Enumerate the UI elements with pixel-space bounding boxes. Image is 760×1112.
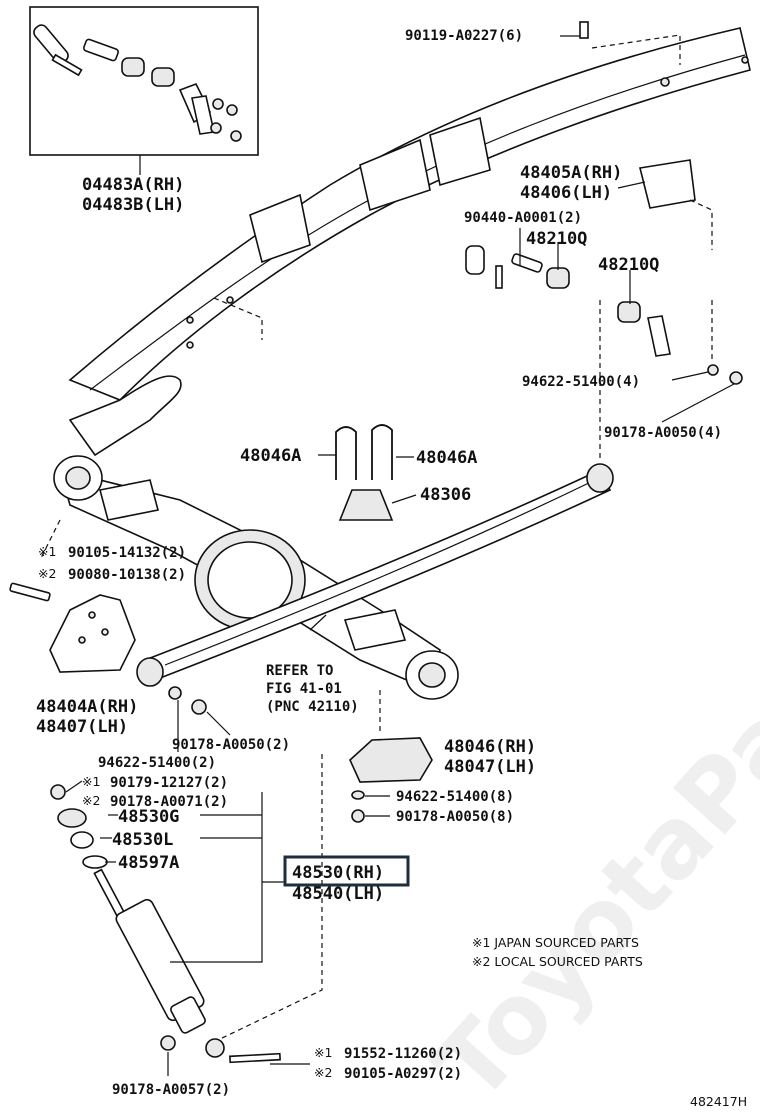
label-hanger-rh: 48404A(RH) <box>36 697 138 717</box>
figure-code: 482417H <box>690 1094 747 1109</box>
label-seat-lh: 48047(LH) <box>444 757 536 777</box>
leader-lines <box>65 35 735 1076</box>
label-ubolt-left: 48046A <box>240 446 301 466</box>
mark-japan: ※1 <box>38 544 56 559</box>
kit-parts-drawing <box>33 24 242 142</box>
rear-axle-housing <box>53 455 459 700</box>
label-cushion-48530l: 48530L <box>112 830 173 850</box>
label-absorber-rh: 48530(RH) <box>292 863 384 883</box>
label-retainer-48597a: 48597A <box>118 853 179 873</box>
nut-icon <box>191 699 207 715</box>
label-nut-90178-2: 90178-A0050(2) <box>172 737 290 753</box>
label-washer-94622-8: 94622-51400(8) <box>396 789 514 805</box>
shock-absorber <box>50 784 281 1064</box>
kit-inset-box <box>29 6 259 156</box>
label-bolt-90105-0297: 90105-A0297(2) <box>344 1066 462 1082</box>
u-bolts <box>335 424 433 783</box>
mark-local: ※2 <box>82 793 100 808</box>
label-cushion-48530g: 48530G <box>118 807 179 827</box>
nut-icon <box>351 809 365 823</box>
label-bolt-90080: 90080-10138(2) <box>68 567 186 583</box>
mark-japan: ※1 <box>314 1045 332 1060</box>
label-bolt-top: 90119-A0227(6) <box>405 28 523 44</box>
label-seat-rh: 48046(RH) <box>444 737 536 757</box>
label-bracket-rh: 48405A(RH) <box>520 163 622 183</box>
label-bracket-lh: 48406(LH) <box>520 183 612 203</box>
washer-icon <box>168 686 182 700</box>
label-nut-90178-0057: 90178-A0057(2) <box>112 1082 230 1098</box>
label-kit-rh: 04483A(RH) <box>82 175 184 195</box>
label-washer-94622-4: 94622-51400(4) <box>522 374 640 390</box>
highlight-box <box>283 855 410 887</box>
label-ubolt-right: 48046A <box>416 448 477 468</box>
label-bush-2: 48210Q <box>598 255 659 275</box>
label-bush-1: 48210Q <box>526 229 587 249</box>
shackle-parts <box>465 21 743 385</box>
refer-text-2: FIG 41-01 <box>266 681 342 697</box>
mark-local: ※2 <box>314 1065 332 1080</box>
label-nut-90178-8: 90178-A0050(8) <box>396 809 514 825</box>
label-nut-90178-4: 90178-A0050(4) <box>604 425 722 441</box>
note-local: ※2 LOCAL SOURCED PARTS <box>472 954 643 969</box>
note-japan: ※1 JAPAN SOURCED PARTS <box>472 935 639 950</box>
leaf-spring <box>136 463 614 687</box>
mark-japan: ※1 <box>82 774 100 789</box>
spring-hanger-bracket <box>9 582 136 673</box>
label-absorber-lh: 48540(LH) <box>292 884 384 904</box>
label-nut-90178-0071: 90178-A0071(2) <box>110 794 228 810</box>
label-seat-48306: 48306 <box>420 485 471 505</box>
washer-icon <box>351 790 365 800</box>
chassis-frame <box>68 27 751 457</box>
refer-text-3: (PNC 42110) <box>266 699 359 715</box>
dashed-leader-lines <box>39 34 713 1041</box>
label-washer-94622-2: 94622-51400(2) <box>98 755 216 771</box>
label-bolt-91552: 91552-11260(2) <box>344 1046 462 1062</box>
label-nut-90179: 90179-12127(2) <box>110 775 228 791</box>
label-bolt-90440: 90440-A0001(2) <box>464 210 582 226</box>
refer-text-1: REFER TO <box>266 663 333 679</box>
label-kit-lh: 04483B(LH) <box>82 195 184 215</box>
label-bolt-90105: 90105-14132(2) <box>68 545 186 561</box>
mark-local: ※2 <box>38 566 56 581</box>
label-hanger-lh: 48407(LH) <box>36 717 128 737</box>
